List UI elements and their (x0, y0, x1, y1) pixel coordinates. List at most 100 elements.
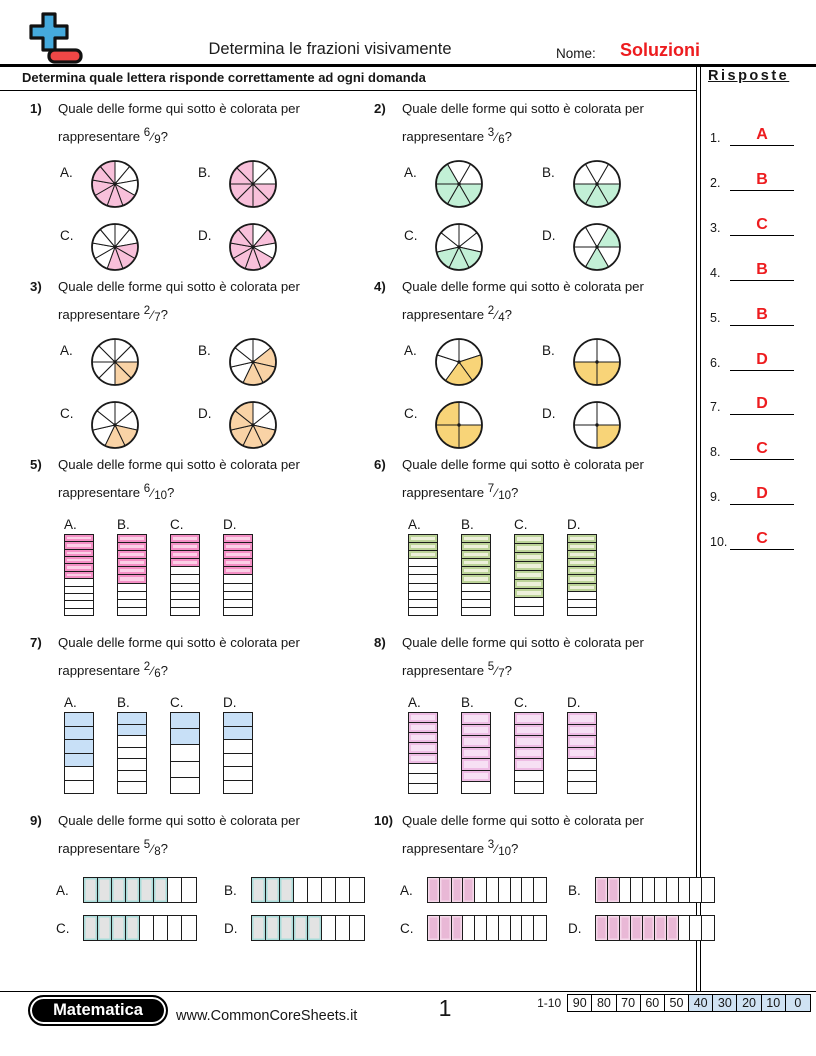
fraction-strip (595, 877, 715, 903)
fraction-slash: ⁄ (151, 842, 154, 856)
fraction-cell (515, 747, 543, 760)
fraction-cell (118, 592, 146, 600)
fraction-cell (409, 600, 437, 608)
question-mark: ? (167, 485, 175, 500)
fraction-cell (336, 878, 350, 902)
fraction-cell (409, 753, 437, 764)
fraction-cell (252, 916, 266, 940)
fraction-cell (266, 916, 280, 940)
fraction-numerator: 2 (143, 305, 151, 317)
fraction-cell (118, 724, 146, 737)
question-header: 7)Quale delle forme qui sotto è colorata… (30, 630, 364, 687)
answer-number: 8. (710, 445, 721, 460)
bar-options: A.B.C.D. (408, 695, 696, 794)
fraction-cell (439, 916, 452, 940)
fraction-cell (171, 729, 199, 746)
pie-chart (435, 338, 483, 386)
fraction-cell (515, 535, 543, 544)
fraction-cell (224, 567, 252, 576)
question-block: 4)Quale delle forme qui sotto è colorata… (364, 272, 696, 450)
option-figure (228, 337, 278, 392)
fraction-cell (409, 608, 437, 615)
fraction-cell (171, 535, 199, 544)
fraction-slash: ⁄ (151, 130, 154, 144)
answer-number: 5. (710, 310, 721, 325)
fraction-bar-column (64, 534, 94, 616)
fraction-cell (515, 736, 543, 748)
option-label: A. (408, 695, 421, 710)
answer-row: 7.D (706, 377, 806, 416)
fraction-cell (409, 567, 437, 576)
answer-number: 10. (710, 535, 728, 550)
pie-chart (91, 338, 139, 386)
fraction-cell (702, 878, 714, 902)
answer-option: A. (60, 159, 198, 214)
fraction-cell (643, 878, 655, 902)
option-figure (572, 337, 622, 392)
option-label: D. (542, 406, 556, 421)
fraction-cell (568, 567, 596, 576)
option-label: B. (461, 695, 474, 710)
fraction-cell (171, 600, 199, 608)
fraction-cell (690, 916, 703, 940)
fraction-cell (65, 587, 93, 594)
fraction-cell (224, 592, 252, 600)
question-number: 1) (30, 101, 42, 116)
fraction-cell (280, 916, 294, 940)
fraction-cell (515, 782, 543, 793)
fraction-cell (171, 762, 199, 778)
option-label: A. (60, 343, 73, 358)
pie-chart (229, 223, 277, 271)
answer-number: 4. (710, 265, 721, 280)
fraction-cell (568, 736, 596, 748)
fraction-cell (462, 584, 490, 592)
option-figure (434, 337, 484, 392)
fraction-bar-column (408, 534, 438, 616)
fraction-cell (568, 592, 596, 600)
fraction-cell (409, 784, 437, 793)
fraction-cell (294, 878, 308, 902)
prompt-line-1: Quale delle forme qui sotto è colorata p… (58, 457, 300, 472)
fraction-cell (607, 878, 620, 902)
score-cell: 40 (689, 995, 714, 1011)
question-prompt: Quale delle forme qui sotto è colorata p… (402, 96, 644, 153)
page-number: 1 (438, 995, 452, 1021)
fraction-cell (568, 608, 596, 615)
answer-option: C. (400, 915, 568, 941)
option-label: B. (542, 343, 555, 358)
fraction-cell (171, 575, 199, 584)
answer-option: D. (223, 695, 253, 794)
question-prompt: Quale delle forme qui sotto è colorata p… (58, 808, 300, 865)
option-label: B. (542, 165, 555, 180)
pie-chart (435, 160, 483, 208)
answer-row: 10.C (706, 512, 806, 551)
fraction-slash: ⁄ (495, 842, 498, 856)
fraction-denominator: 6 (498, 134, 505, 146)
fraction-cell (631, 916, 644, 940)
prompt-prefix: rappresentare (402, 841, 488, 856)
answer-option: B. (198, 337, 336, 392)
fraction-cell (118, 543, 146, 552)
fraction-cell (515, 580, 543, 589)
fraction-cell (171, 551, 199, 560)
fraction-cell (515, 589, 543, 598)
fraction-strip (595, 915, 715, 941)
question-number: 4) (374, 279, 386, 294)
question-prompt: Quale delle forme qui sotto è colorata p… (58, 630, 300, 687)
prompt-line-2: rappresentare 2⁄4? (402, 299, 644, 331)
pie-chart (573, 401, 621, 449)
fraction-cell (182, 916, 196, 940)
pie-options: A.B.C.D. (404, 337, 696, 455)
question-block: 6)Quale delle forme qui sotto è colorata… (364, 450, 696, 628)
option-label: A. (404, 165, 417, 180)
question-header: 2)Quale delle forme qui sotto è colorata… (374, 96, 696, 153)
fraction-numerator: 7 (487, 483, 495, 495)
fraction-cell (462, 543, 490, 552)
fraction-cell (168, 878, 182, 902)
answer-option: C. (514, 695, 544, 794)
fraction-cell (65, 740, 93, 754)
bar-options: A.B.C.D. (64, 695, 364, 794)
fraction-cell (409, 584, 437, 592)
prompt-line-2: rappresentare 5⁄7? (402, 655, 644, 687)
